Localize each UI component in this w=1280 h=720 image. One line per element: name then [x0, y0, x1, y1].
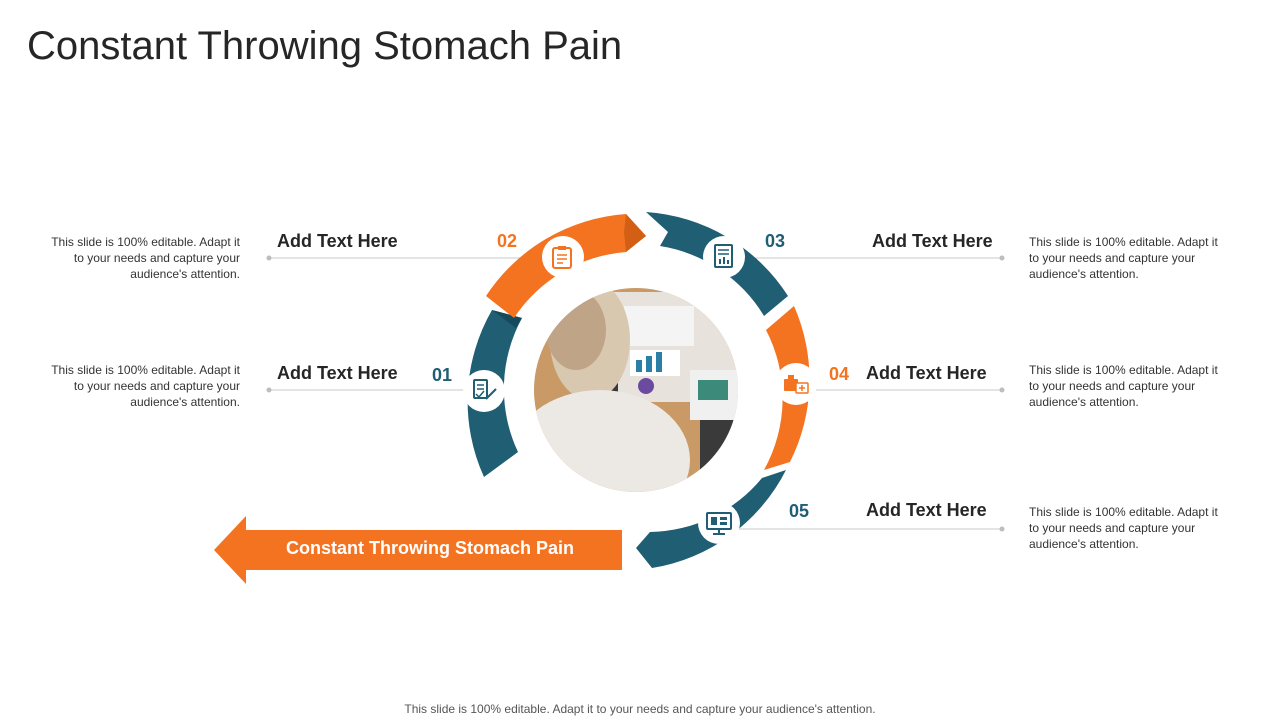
step-02-heading: Add Text Here [277, 231, 398, 251]
step-02-number: 02 [497, 231, 518, 251]
step-05-description: This slide is 100% editable. Adapt it to… [1029, 505, 1218, 551]
connector-dot [266, 255, 272, 261]
step-03-number: 03 [765, 231, 786, 251]
step-05-heading: Add Text Here [866, 500, 987, 520]
center-photo [534, 288, 738, 492]
step-01-description: This slide is 100% editable. Adapt it to… [51, 363, 240, 409]
medicine-box-icon [784, 375, 809, 394]
checklist-pen-icon [473, 379, 497, 400]
connector-dot [999, 526, 1005, 532]
icon-circle-02 [542, 236, 584, 278]
step-03-description: This slide is 100% editable. Adapt it to… [1029, 235, 1218, 281]
document-chart-icon [714, 244, 733, 268]
monitor-icon [706, 512, 732, 535]
icon-circle-01 [463, 370, 505, 412]
page-title: Constant Throwing Stomach Pain [27, 24, 623, 68]
icon-circle-05 [698, 502, 740, 544]
step-02-description: This slide is 100% editable. Adapt it to… [51, 235, 240, 281]
connector-dot [266, 387, 272, 393]
step-04-number: 04 [829, 364, 850, 384]
step-01-number: 01 [432, 365, 453, 385]
banner-arrow [214, 516, 622, 584]
connector-dot [999, 255, 1005, 261]
step-05-number: 05 [789, 501, 810, 521]
banner-label: Constant Throwing Stomach Pain [285, 538, 574, 558]
step-01-heading: Add Text Here [277, 363, 398, 383]
icon-circle-03 [703, 236, 745, 278]
icon-circle-04 [775, 363, 817, 405]
clipboard-icon [552, 246, 572, 269]
step-04-heading: Add Text Here [866, 363, 987, 383]
step-03-heading: Add Text Here [872, 231, 993, 251]
footer-note: This slide is 100% editable. Adapt it to… [404, 702, 876, 716]
connector-dot [999, 387, 1005, 393]
step-04-description: This slide is 100% editable. Adapt it to… [1029, 363, 1218, 409]
